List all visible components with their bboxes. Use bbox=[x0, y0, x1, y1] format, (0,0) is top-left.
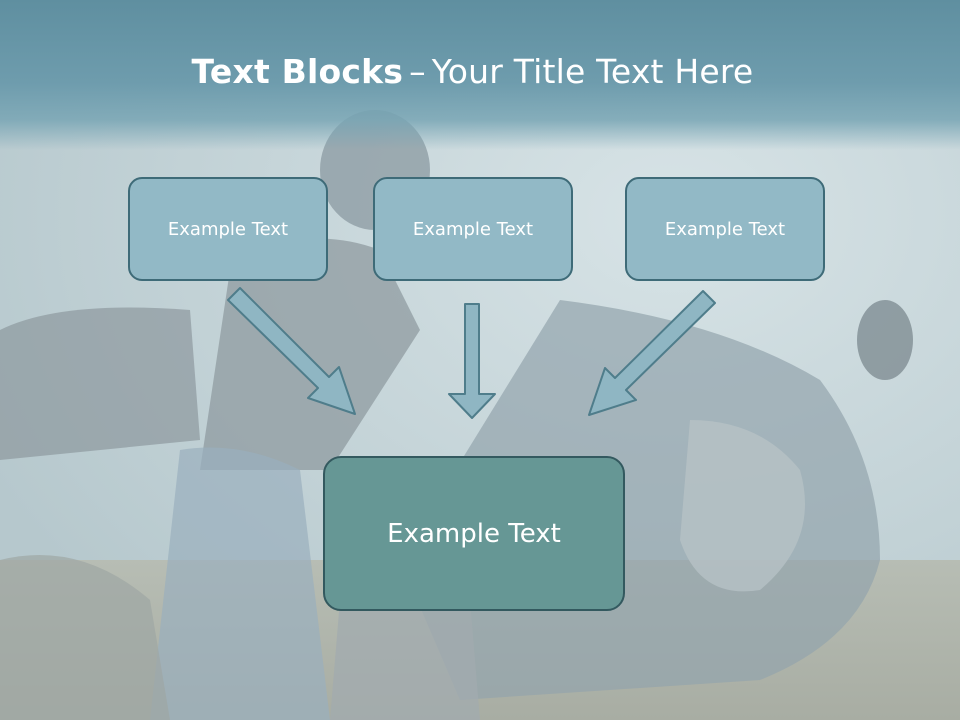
text-block-3[interactable]: Example Text bbox=[625, 177, 825, 281]
title-dash: – bbox=[409, 52, 426, 91]
title-bold-text: Text Blocks bbox=[191, 52, 404, 91]
arrow-center-down bbox=[448, 303, 496, 419]
target-text-block-label: Example Text bbox=[387, 518, 561, 549]
title-band bbox=[0, 0, 960, 150]
arrow-right-to-center bbox=[588, 290, 716, 416]
arrow-left-to-center bbox=[227, 287, 356, 415]
text-block-2-label: Example Text bbox=[412, 218, 534, 240]
text-block-1[interactable]: Example Text bbox=[128, 177, 328, 281]
target-text-block[interactable]: Example Text bbox=[323, 456, 625, 611]
slide-title: Text Blocks–Your Title Text Here bbox=[0, 52, 945, 91]
text-block-2[interactable]: Example Text bbox=[373, 177, 573, 281]
text-block-1-label: Example Text bbox=[167, 218, 289, 240]
text-block-3-label: Example Text bbox=[664, 218, 786, 240]
title-rest-text: Your Title Text Here bbox=[431, 52, 754, 91]
